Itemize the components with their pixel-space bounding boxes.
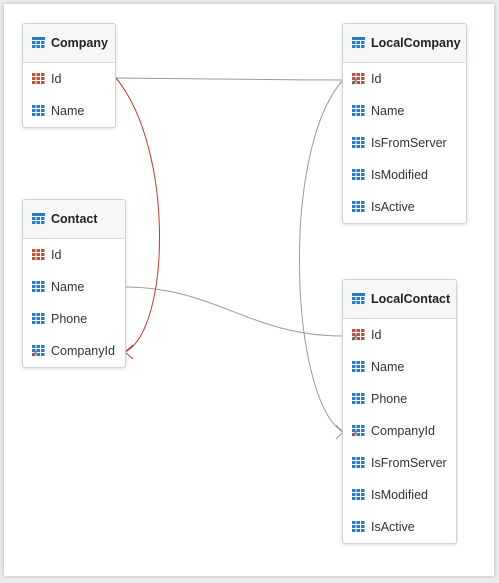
field-name: Id xyxy=(371,72,382,86)
field-name: IsModified xyxy=(371,488,428,502)
primary-key-icon xyxy=(32,73,46,85)
field-name: Name xyxy=(51,104,85,118)
column-icon xyxy=(352,457,366,469)
column-icon xyxy=(32,281,46,293)
field-name: Name xyxy=(371,104,405,118)
column-icon xyxy=(352,521,366,533)
primary-key-icon xyxy=(32,249,46,261)
table-icon xyxy=(352,37,366,49)
column-icon xyxy=(352,169,366,181)
entity-title: Company xyxy=(51,36,108,50)
field-row[interactable]: Id xyxy=(23,63,115,95)
entity-header[interactable]: LocalCompany xyxy=(343,24,466,63)
entity-header[interactable]: Contact xyxy=(23,200,125,239)
entity-header[interactable]: Company xyxy=(23,24,115,63)
column-icon xyxy=(352,105,366,117)
column-icon xyxy=(32,105,46,117)
field-name: IsModified xyxy=(371,168,428,182)
field-row[interactable]: IsModified xyxy=(343,479,456,511)
field-row[interactable]: CompanyId xyxy=(343,415,456,447)
column-icon xyxy=(352,361,366,373)
column-icon xyxy=(352,137,366,149)
entity-title: LocalCompany xyxy=(371,36,461,50)
field-row[interactable]: Name xyxy=(23,95,115,127)
field-name: IsActive xyxy=(371,520,415,534)
field-name: Id xyxy=(51,72,62,86)
entity-header[interactable]: LocalContact xyxy=(343,280,456,319)
field-row[interactable]: Id xyxy=(343,319,456,351)
column-icon xyxy=(32,313,46,325)
field-row[interactable]: Name xyxy=(343,95,466,127)
field-name: Name xyxy=(51,280,85,294)
field-name: IsActive xyxy=(371,200,415,214)
field-row[interactable]: IsModified xyxy=(343,159,466,191)
key-link-icon xyxy=(352,329,366,341)
field-row[interactable]: Name xyxy=(343,351,456,383)
field-name: Phone xyxy=(51,312,88,326)
table-icon xyxy=(32,213,46,225)
field-row[interactable]: IsFromServer xyxy=(343,447,456,479)
column-icon xyxy=(352,489,366,501)
entity-title: Contact xyxy=(51,212,98,226)
column-icon xyxy=(352,393,366,405)
field-row[interactable]: Phone xyxy=(23,303,125,335)
table-icon xyxy=(32,37,46,49)
field-row[interactable]: Phone xyxy=(343,383,456,415)
foreign-key-icon xyxy=(32,345,46,357)
field-name: IsFromServer xyxy=(371,456,447,470)
field-row[interactable]: Id xyxy=(23,239,125,271)
field-name: Id xyxy=(51,248,62,262)
field-row[interactable]: IsActive xyxy=(343,511,456,543)
field-name: Id xyxy=(371,328,382,342)
field-name: Name xyxy=(371,360,405,374)
field-name: Phone xyxy=(371,392,408,406)
field-name: CompanyId xyxy=(371,424,435,438)
entity-title: LocalContact xyxy=(371,292,451,306)
field-row[interactable]: Name xyxy=(23,271,125,303)
key-link-icon xyxy=(352,73,366,85)
field-row[interactable]: IsActive xyxy=(343,191,466,223)
column-icon xyxy=(352,201,366,213)
foreign-key-icon xyxy=(352,425,366,437)
field-row[interactable]: IsFromServer xyxy=(343,127,466,159)
field-row[interactable]: CompanyId xyxy=(23,335,125,367)
field-name: CompanyId xyxy=(51,344,115,358)
field-name: IsFromServer xyxy=(371,136,447,150)
table-icon xyxy=(352,293,366,305)
field-row[interactable]: Id xyxy=(343,63,466,95)
